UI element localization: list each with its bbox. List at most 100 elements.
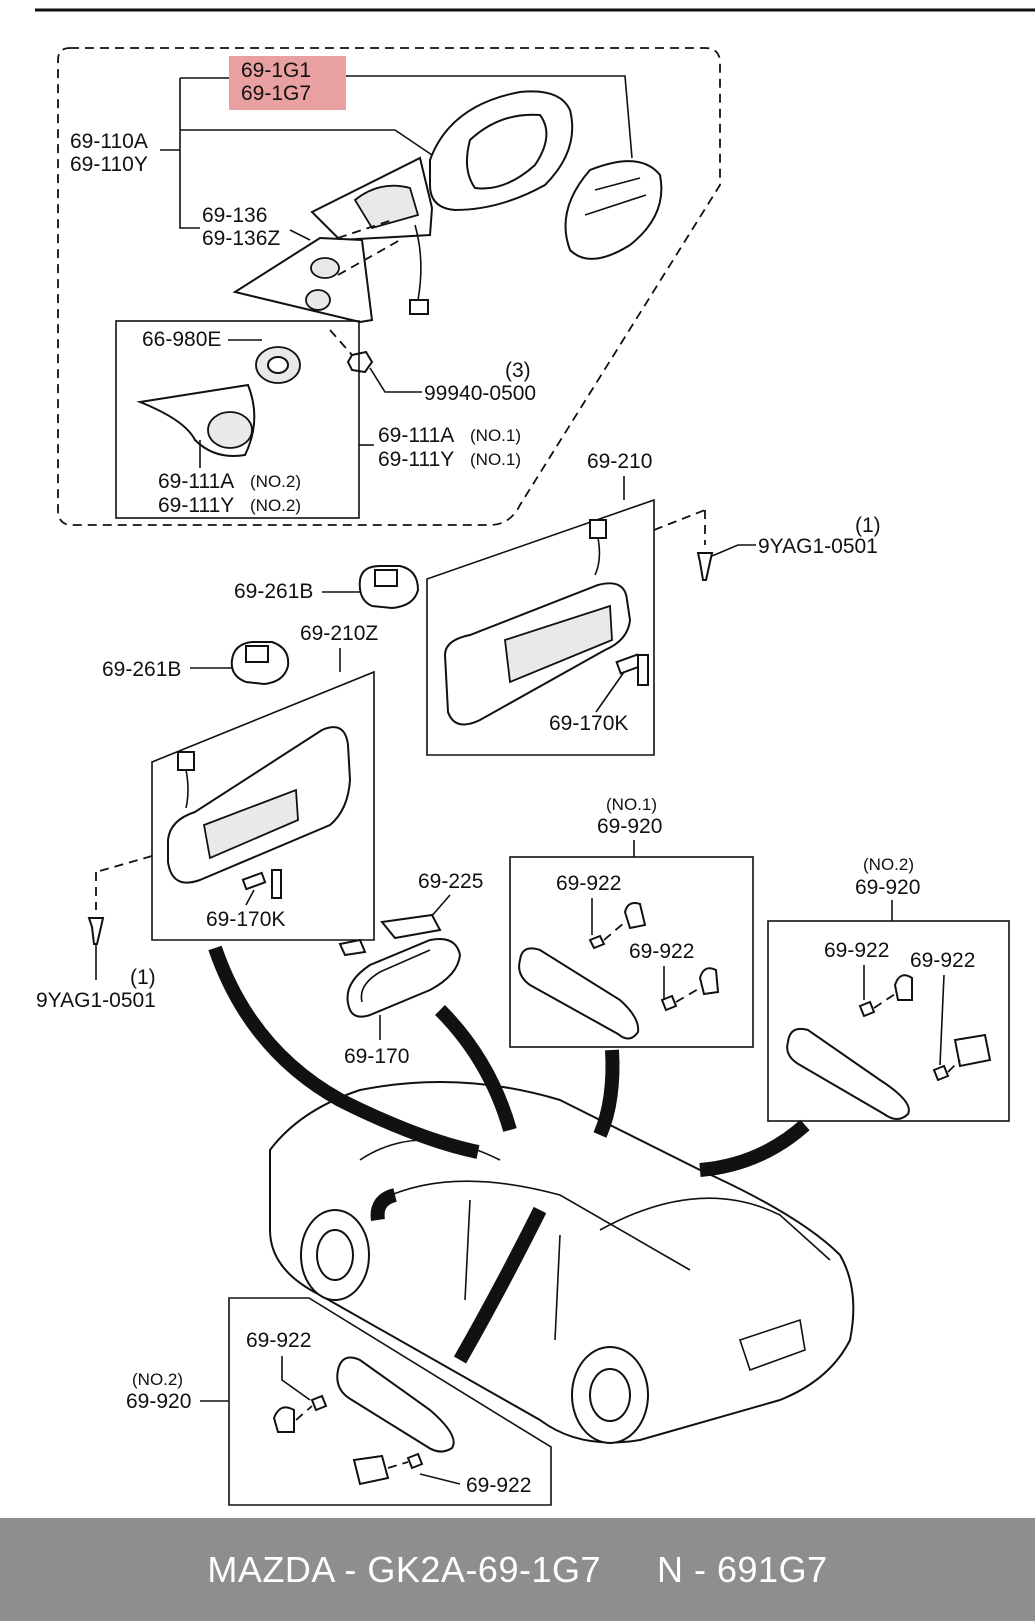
inner-mirror-body xyxy=(346,938,462,1018)
label-69-110a: 69-110A xyxy=(70,130,148,153)
label-69-110y: 69-110Y xyxy=(70,153,148,176)
visor-right-vanity xyxy=(504,604,613,684)
label-69-261b-b: 69-261B xyxy=(102,658,181,681)
label-69-261b-a: 69-261B xyxy=(234,580,313,603)
parts-diagram: 69-1G1 69-1G7 69-110A 69-110Y 69-136 69-… xyxy=(35,8,1035,1506)
grip-no2r-cap-b xyxy=(953,1033,992,1068)
grip-no2r-handle xyxy=(786,1027,910,1120)
label-69-111y-no2: 69-111Y xyxy=(158,494,234,517)
inner-mirror-cover xyxy=(380,913,442,940)
grip-no2l-handle xyxy=(336,1356,455,1453)
screw-bottom-icon xyxy=(87,917,105,945)
assist-grip-no2-left-group: (NO.2) 69-920 69-922 69-922 xyxy=(126,1297,552,1506)
label-screw-qty-top: (1) xyxy=(855,514,881,537)
lamp-left-icon xyxy=(241,871,267,891)
grip-no2r-cap-a xyxy=(893,974,913,1001)
label-69-170k-b: 69-170K xyxy=(206,908,285,931)
label-69-210: 69-210 xyxy=(587,450,652,473)
label-69-111y-no1: 69-111Y xyxy=(378,448,454,471)
label-69-136: 69-136 xyxy=(202,204,267,227)
pointer-door-mirror xyxy=(370,1188,398,1222)
grip-no1-clip-a-icon xyxy=(588,934,606,950)
label-grip-no2r-tag: (NO.2) xyxy=(863,855,914,874)
label-grip-no2l-clip-a: 69-922 xyxy=(246,1329,311,1352)
label-grip-no2l-clip-b: 69-922 xyxy=(466,1474,531,1497)
grip-no2l-cap-b xyxy=(352,1454,390,1486)
label-grip-no2r-clip-b: 69-922 xyxy=(910,949,975,972)
grip-no2r-clip-b-icon xyxy=(932,1064,950,1082)
grip-no2l-cap-a xyxy=(272,1406,295,1433)
highlight-box xyxy=(229,56,346,110)
label-grip-no1-tag: (NO.1) xyxy=(606,795,657,814)
label-69-1g7: 69-1G7 xyxy=(241,82,311,105)
label-grip-no1-clip-a: 69-922 xyxy=(556,872,621,895)
cover-inset-box xyxy=(115,320,360,519)
label-grip-no1-clip-b: 69-922 xyxy=(629,940,694,963)
mirror-group-outline xyxy=(57,47,721,526)
label-grip-no1-part: 69-920 xyxy=(597,815,662,838)
visor-left-connector xyxy=(177,751,195,771)
grip-no2r-box xyxy=(767,920,1010,1122)
pointer-grip-no1 xyxy=(593,1049,620,1138)
sun-visor-left-group: 69-210Z 69-170K (1) 9YAG1-0501 xyxy=(36,622,378,1012)
footer-code: N - 691G7 xyxy=(657,1548,828,1590)
footer-bar: MAZDA - GK2A-69-1G7 N - 691G7 xyxy=(0,1518,1035,1621)
lamp-right-lens xyxy=(637,654,649,686)
screw-top-icon xyxy=(696,552,714,581)
mirror-motor xyxy=(353,184,420,230)
label-grip-no2l-part: 69-920 xyxy=(126,1390,191,1413)
label-69-210z: 69-210Z xyxy=(300,622,378,645)
grip-no1-box xyxy=(509,856,754,1048)
visor-left-vanity xyxy=(202,788,299,860)
label-99940-0500: 99940-0500 xyxy=(424,382,536,405)
grip-no2l-clip-a-icon xyxy=(310,1394,328,1412)
grip-no2r-clip-a-icon xyxy=(858,1000,876,1018)
label-grip-no2r-clip-a: 69-922 xyxy=(824,939,889,962)
label-66-980e: 66-980E xyxy=(142,328,221,351)
label-9yag1-0501-top: 9YAG1-0501 xyxy=(758,535,878,558)
mirror-connector xyxy=(409,299,429,315)
label-69-111a-no1-tag: (NO.1) xyxy=(470,426,521,445)
assist-grip-no1-group: (NO.1) 69-920 69-922 69-922 xyxy=(509,795,754,1048)
car-body xyxy=(269,1081,855,1444)
visor-clip-group: 69-261B 69-261B xyxy=(102,565,420,686)
label-69-111y-no2-tag: (NO.2) xyxy=(250,496,301,515)
label-9yag1-0501-bottom: 9YAG1-0501 xyxy=(36,989,156,1012)
car-illustration xyxy=(269,1081,855,1444)
visor-right-connector xyxy=(589,519,607,539)
door-mirror-group: 69-1G1 69-1G7 69-110A 69-110Y 69-136 69-… xyxy=(57,47,721,526)
grip-no1-clip-b-icon xyxy=(660,994,678,1012)
sun-visor-right-group: 69-210 (1) 9YAG1-0501 69-170K xyxy=(426,450,881,756)
label-69-111a-no2: 69-111A xyxy=(158,470,234,493)
visor-right-box xyxy=(426,498,655,756)
mirror-glass xyxy=(564,160,663,260)
pointer-grip-no2r xyxy=(699,1119,810,1177)
label-grip-no2l-tag: (NO.2) xyxy=(132,1370,183,1389)
grip-no2l-box xyxy=(228,1297,552,1506)
label-69-170: 69-170 xyxy=(344,1045,409,1068)
label-grip-no2r-part: 69-920 xyxy=(855,876,920,899)
mirror-housing-inner xyxy=(465,113,548,190)
pointer-grip-no2l xyxy=(453,1206,547,1364)
inner-mirror-group: 69-225 69-170 xyxy=(338,870,483,1068)
label-69-111a-no1: 69-111A xyxy=(378,424,454,447)
grip-no1-cap-b xyxy=(698,967,720,996)
label-69-225: 69-225 xyxy=(418,870,483,893)
pointer-inner-mirror xyxy=(435,1005,517,1132)
pointer-visor-left xyxy=(208,945,480,1159)
label-69-1g1: 69-1G1 xyxy=(241,59,311,82)
label-69-170k-a: 69-170K xyxy=(549,712,628,735)
grip-no1-cap-a xyxy=(623,902,647,930)
label-69-111y-no1-tag: (NO.1) xyxy=(470,450,521,469)
label-69-136z: 69-136Z xyxy=(202,227,280,250)
nut-icon xyxy=(346,350,374,374)
triangle-cover xyxy=(232,236,374,324)
inner-mirror-mount xyxy=(338,938,367,957)
label-nut-qty: (3) xyxy=(505,359,531,382)
label-69-111a-no2-tag: (NO.2) xyxy=(250,472,301,491)
assist-grip-no2-right-group: (NO.2) 69-920 69-922 69-922 xyxy=(767,855,1010,1122)
label-screw-qty-bottom: (1) xyxy=(130,966,156,989)
grip-no1-handle xyxy=(518,947,640,1040)
grip-no2l-clip-b-icon xyxy=(406,1452,424,1470)
visor-left-box xyxy=(151,670,375,941)
